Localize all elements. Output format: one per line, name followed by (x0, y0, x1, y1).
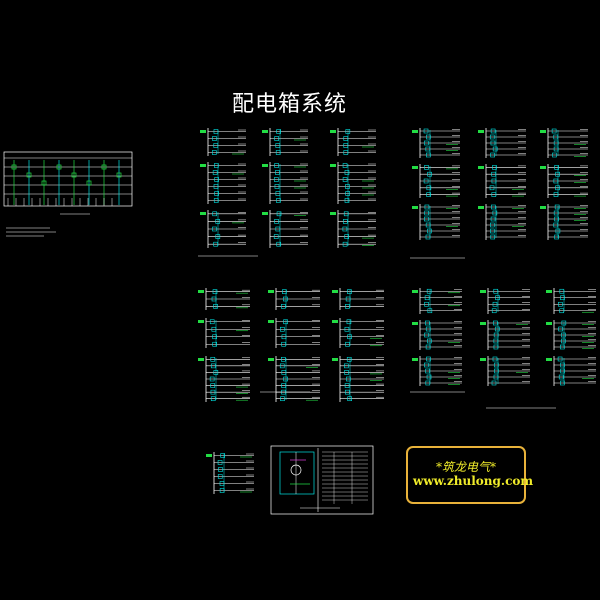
drawing-title: 配电箱系统 (232, 92, 348, 117)
schematic-block (268, 356, 320, 402)
schematic-block (262, 128, 308, 156)
schematic-block (540, 204, 588, 240)
schematic-block (330, 210, 376, 248)
schematic-block (200, 128, 246, 156)
schematic-block (198, 356, 250, 402)
schematic-block (412, 204, 460, 240)
schematic-block (330, 128, 376, 156)
watermark-logo-frame (406, 446, 526, 504)
schematic-block (198, 318, 250, 348)
schematic-block (262, 210, 308, 248)
schematic-block (268, 288, 320, 310)
schematic-block (332, 288, 384, 310)
schematic-block (200, 162, 246, 204)
schematic-block (480, 288, 530, 314)
schematic-block (540, 164, 588, 198)
watermark-logo-url: www.zhulong.com (413, 474, 534, 488)
schematic-block (480, 356, 530, 386)
schematic-block (540, 128, 588, 158)
schematic-block (546, 356, 596, 386)
schematic-block (412, 356, 462, 386)
schematic-block (478, 128, 526, 158)
schematic-block (268, 318, 320, 348)
schematic-block (332, 318, 384, 348)
schematic-block (262, 162, 308, 204)
schematic-block (206, 452, 254, 494)
schematic-block (480, 320, 530, 350)
schematic-block (412, 128, 460, 158)
schematic-block (332, 356, 384, 402)
schematic-block (412, 320, 462, 350)
schematic-block (330, 162, 376, 204)
schematic-block (546, 320, 596, 350)
schematic-block (200, 210, 246, 248)
schematic-block (412, 288, 462, 314)
schematic-block (546, 288, 596, 314)
schematic-block (198, 288, 250, 310)
schematic-block (412, 164, 460, 198)
schematic-block (478, 164, 526, 198)
schematic-block (478, 204, 526, 240)
watermark-logo-name: *筑龙电气* (436, 460, 497, 474)
